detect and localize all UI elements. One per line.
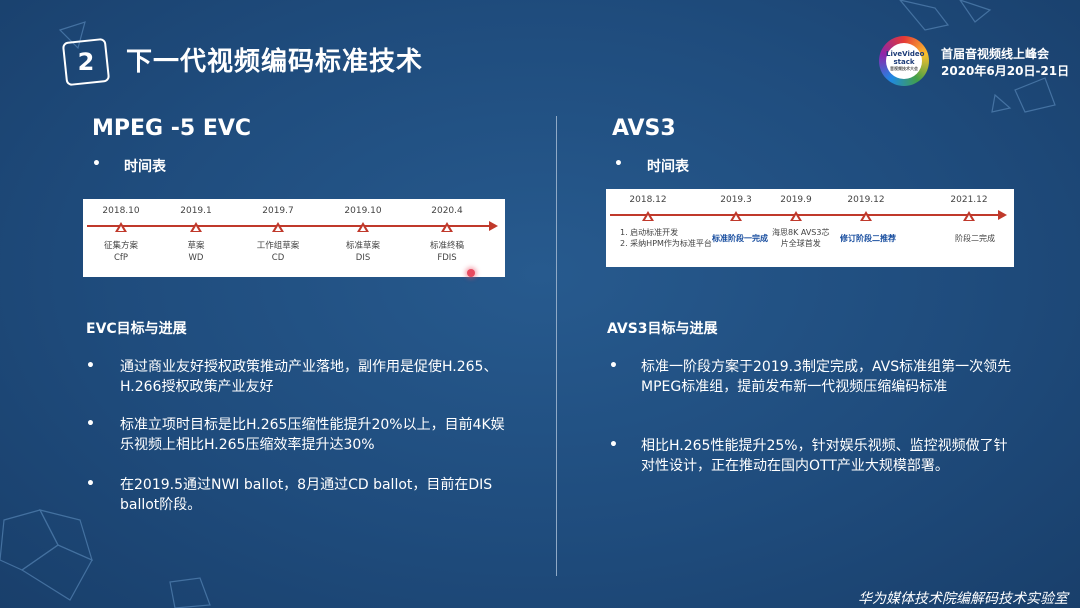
milestone-marker [642, 211, 654, 221]
milestone-marker [190, 222, 202, 232]
timeline-arrow [489, 221, 498, 231]
evc-timeline-label: 时间表 [124, 159, 166, 175]
bullet-dot: • [86, 476, 95, 492]
evc-point: 通过商业友好授权政策推动产业落地，副作用是促使H.265、H.266授权政策产业… [120, 359, 498, 395]
evc-heading: MPEG -5 EVC [92, 116, 252, 141]
bullet-dot: • [609, 437, 618, 453]
timeline-arrow [998, 210, 1007, 220]
laser-pointer-dot [467, 269, 475, 277]
avs3-section-title: AVS3目标与进展 [607, 321, 718, 337]
milestone-marker [730, 211, 742, 221]
milestone-label: 修订阶段二推荐 [840, 234, 896, 243]
avs3-timeline: 2018.12 2019.3 2019.9 2019.12 2021.12 1.… [606, 189, 1014, 267]
bullet-dot: • [614, 156, 623, 172]
evc-point: 在2019.5通过NWI ballot，8月通过CD ballot，目前在DIS… [120, 477, 493, 513]
milestone-label: 标准阶段一完成 [712, 234, 768, 243]
timeline-date: 2021.12 [950, 195, 988, 205]
milestone-label: 海思8K AVS3芯片全球首发 [772, 228, 830, 248]
evc-section-title: EVC目标与进展 [86, 321, 187, 337]
footer-credit: 华为媒体技术院编解码技术实验室 [858, 591, 1068, 607]
milestone-marker [963, 211, 975, 221]
milestone-marker [357, 222, 369, 232]
timeline-date: 2018.12 [629, 195, 667, 205]
timeline-date: 2019.12 [847, 195, 885, 205]
timeline-date: 2019.7 [262, 206, 294, 216]
evc-timeline: 2018.10 2019.1 2019.7 2019.10 2020.4 征集方… [83, 199, 505, 277]
evc-point: 标准立项时目标是比H.265压缩性能提升20%以上，目前4K娱乐视频上相比H.2… [120, 417, 505, 453]
avs3-heading: AVS3 [612, 116, 676, 141]
avs3-point: 相比H.265性能提升25%，针对娱乐视频、监控视频做了针对性设计，正在推动在国… [641, 438, 1008, 474]
bullet-dot: • [92, 156, 101, 172]
milestone-marker [441, 222, 453, 232]
conference-date: 2020年6月20日-21日 [941, 64, 1070, 78]
page-title: 下一代视频编码标准技术 [126, 47, 424, 77]
milestone-marker [272, 222, 284, 232]
timeline-axis [87, 225, 492, 227]
timeline-axis [610, 214, 1000, 216]
milestone-label: 阶段二完成 [955, 234, 995, 243]
conference-name: 首届音视频线上峰会 [941, 47, 1050, 61]
bullet-dot: • [86, 358, 95, 374]
timeline-date: 2019.9 [780, 195, 812, 205]
timeline-date: 2018.10 [102, 206, 140, 216]
avs3-point: 标准一阶段方案于2019.3制定完成，AVS标准组第一次领先MPEG标准组，提前… [641, 359, 1012, 395]
avs3-timeline-label: 时间表 [647, 159, 689, 175]
timeline-date: 2020.4 [431, 206, 463, 216]
milestone-marker [790, 211, 802, 221]
bullet-dot: • [609, 358, 618, 374]
timeline-date: 2019.10 [344, 206, 382, 216]
timeline-date: 2019.3 [720, 195, 752, 205]
timeline-date: 2019.1 [180, 206, 212, 216]
conference-logo-text: LiveVideo stack 音视频技术大会 [886, 43, 924, 79]
section-number: 2 [77, 48, 95, 76]
milestone-marker [860, 211, 872, 221]
milestone-marker [115, 222, 127, 232]
column-divider [556, 116, 557, 576]
bullet-dot: • [86, 416, 95, 432]
